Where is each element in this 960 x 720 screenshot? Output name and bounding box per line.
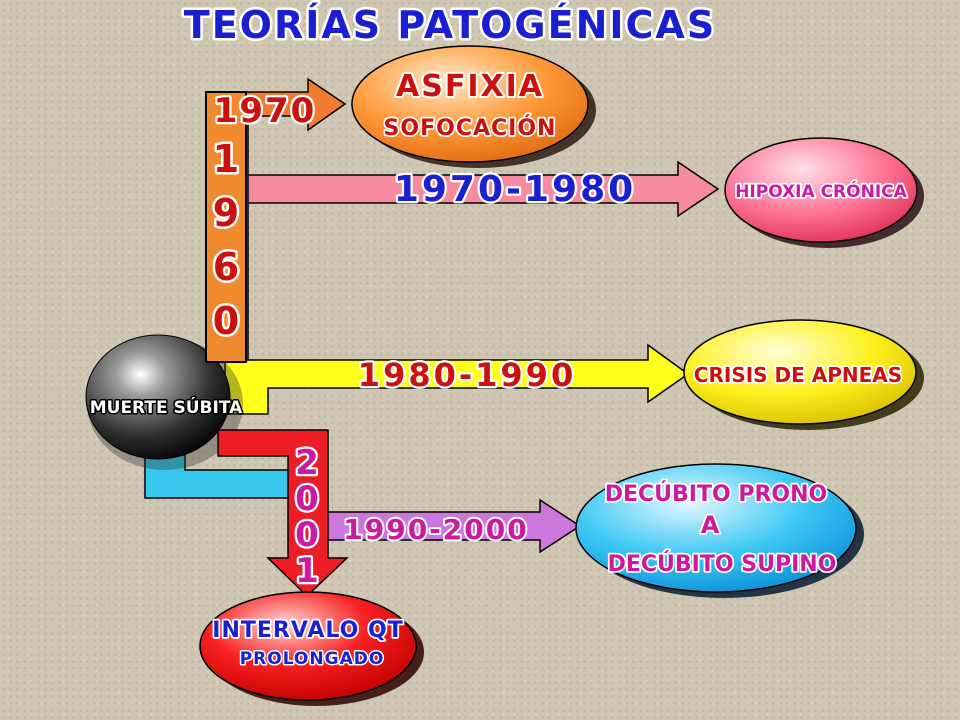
arrow-1990-2000 xyxy=(289,498,582,554)
arrow-2001 xyxy=(217,429,349,598)
bubble-decubito-line3: DECÚBITO SUPINO xyxy=(608,551,837,577)
bubble-asfixia-line1: ASFIXIA xyxy=(396,69,544,104)
label-2001-digit: 0 xyxy=(295,479,319,519)
arrow-1970-1980 xyxy=(244,160,720,218)
label-1990-2000: 1990-2000 xyxy=(343,513,528,546)
label-2001-digit: 2 xyxy=(295,443,319,483)
label-1970: 1970 xyxy=(214,91,317,131)
label-1960-digit: 9 xyxy=(213,191,239,235)
label-1960-digit: 1 xyxy=(213,137,239,181)
label-1980-1990: 1980-1990 xyxy=(358,356,576,394)
bubble-qt-line2: PROLONGADO xyxy=(240,649,385,669)
bubble-asfixia-line2: SOFOCACIÓN xyxy=(384,115,557,141)
bubble-decubito-line2: A xyxy=(701,511,720,539)
bubble-asfixia xyxy=(351,45,596,168)
bubble-decubito xyxy=(575,463,864,598)
bar-1960 xyxy=(205,91,247,363)
bubble-hipoxia xyxy=(724,137,924,248)
label-1970-1980: 1970-1980 xyxy=(394,169,636,210)
bubble-apneas xyxy=(683,319,924,430)
label-2001-digit: 1 xyxy=(295,551,319,591)
arrow-1980-1990 xyxy=(224,343,690,415)
label-1960-digit: 6 xyxy=(213,245,239,289)
bubble-qt-line1: INTERVALO QT xyxy=(212,618,403,643)
label-1960-digit: 0 xyxy=(213,299,239,343)
bubble-apneas-line1: CRISIS DE APNEAS xyxy=(694,363,902,387)
center-label: MUERTE SÚBITA xyxy=(90,396,243,418)
label-2001: 2 0 0 1 xyxy=(293,441,321,594)
bubble-decubito-line1: DECÚBITO PRONO xyxy=(605,481,828,507)
label-1960: 1 9 6 0 xyxy=(210,135,241,346)
title: TEORÍAS PATOGÉNICAS xyxy=(184,3,716,47)
bubble-hipoxia-line1: HIPOXIA CRÓNICA xyxy=(735,180,907,202)
center-sphere xyxy=(85,334,231,460)
label-2001-digit: 0 xyxy=(295,515,319,555)
bubble-qt xyxy=(199,591,424,706)
